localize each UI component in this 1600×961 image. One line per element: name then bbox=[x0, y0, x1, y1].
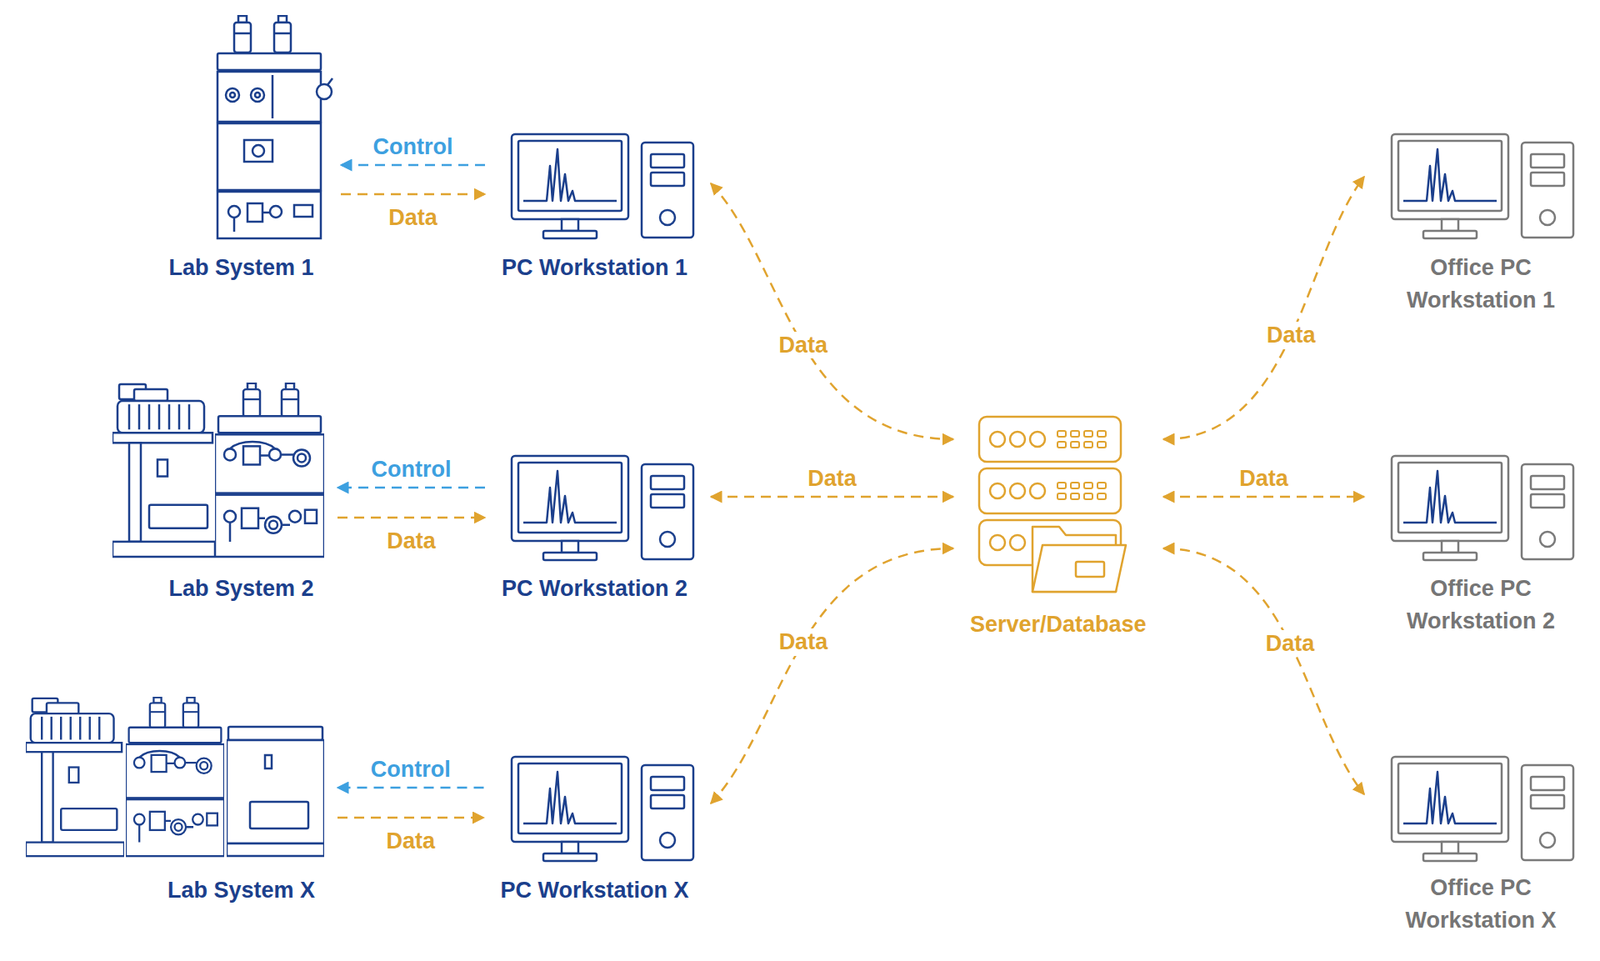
office-workstation: Office PC Workstation 2 bbox=[1377, 454, 1585, 639]
connector-label: Data bbox=[774, 331, 834, 359]
node-label: PC Workstation X bbox=[500, 874, 690, 907]
dashed-connector bbox=[1163, 548, 1365, 795]
connector-label: Data bbox=[383, 204, 443, 231]
lab-system: Lab System 1 bbox=[165, 15, 329, 285]
connector-label: Data bbox=[774, 628, 834, 655]
office-pc-icon bbox=[1391, 756, 1574, 861]
office-pc-icon bbox=[1391, 134, 1574, 239]
connector-label: Control bbox=[366, 455, 457, 483]
pc-icon bbox=[511, 134, 694, 239]
connector-label: Data bbox=[1261, 321, 1321, 349]
node-label: Lab System X bbox=[167, 874, 315, 907]
connector-label: Data bbox=[1234, 465, 1294, 492]
pc-workstation: PC Workstation 1 bbox=[498, 132, 698, 285]
lab-system-2-icon bbox=[112, 383, 325, 557]
lab-system: Lab System X bbox=[25, 696, 325, 908]
dashed-connector bbox=[1163, 495, 1365, 499]
pc-workstation: PC Workstation X bbox=[497, 755, 699, 908]
lab-system-x-icon bbox=[25, 697, 325, 856]
connector-label: Data bbox=[380, 827, 440, 855]
connector-label: Data bbox=[802, 465, 862, 492]
server-icon bbox=[979, 416, 1126, 592]
dashed-connector bbox=[337, 786, 485, 790]
node-label: PC Workstation 1 bbox=[501, 251, 688, 285]
dashed-connector bbox=[1163, 176, 1365, 440]
dashed-connector bbox=[710, 495, 954, 499]
dashed-connector bbox=[337, 486, 485, 490]
dashed-connector bbox=[337, 816, 485, 820]
office-pc-icon bbox=[1391, 455, 1574, 560]
node-label: Office PC Workstation 2 bbox=[1380, 572, 1581, 638]
node-label: Lab System 1 bbox=[169, 251, 315, 285]
dashed-connector bbox=[337, 516, 485, 520]
pc-icon bbox=[511, 455, 694, 560]
connector-label: Control bbox=[365, 755, 456, 783]
node-label: Lab System 2 bbox=[169, 572, 315, 605]
pc-workstation: PC Workstation 2 bbox=[498, 454, 698, 606]
node-label: Office PC Workstation X bbox=[1380, 871, 1581, 937]
server-database: Server/Database bbox=[966, 413, 1150, 642]
dashed-connector bbox=[710, 183, 954, 440]
pc-icon bbox=[511, 756, 694, 861]
office-workstation: Office PC Workstation 1 bbox=[1377, 132, 1585, 318]
office-workstation: Office PC Workstation X bbox=[1377, 755, 1585, 938]
lab-system-1-icon bbox=[217, 15, 333, 239]
dashed-connector bbox=[340, 164, 485, 167]
dashed-connector bbox=[710, 548, 954, 804]
lab-system: Lab System 2 bbox=[112, 382, 325, 606]
node-label: Office PC Workstation 1 bbox=[1380, 251, 1581, 317]
connector-label: Data bbox=[1260, 630, 1320, 657]
node-label: PC Workstation 2 bbox=[501, 572, 688, 605]
connector-label: Control bbox=[368, 133, 459, 160]
connector-label: Data bbox=[381, 527, 441, 555]
dashed-connector bbox=[340, 193, 485, 196]
node-label: Server/Database bbox=[970, 608, 1147, 641]
